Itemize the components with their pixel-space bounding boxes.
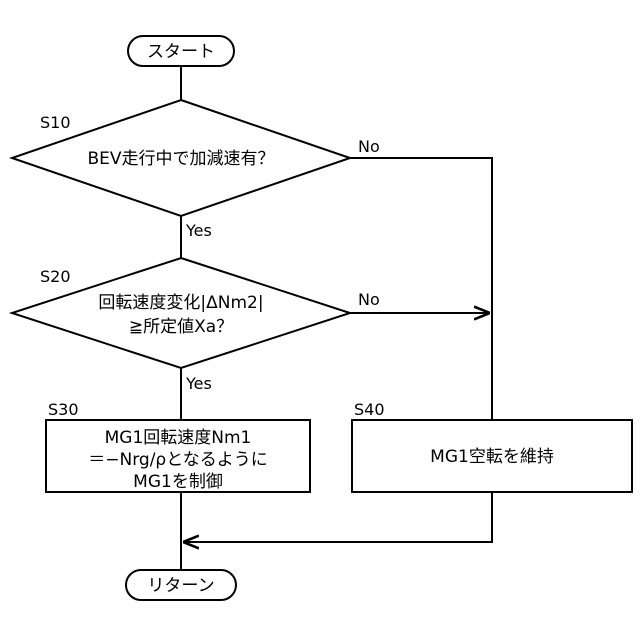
branch-label-s10-no: No (358, 137, 380, 156)
branch-label-s10-yes: Yes (185, 221, 212, 240)
process-s30-line2: ＝−Nrg/ρとなるように (88, 450, 267, 470)
decision-s20-line2: ≧所定値Xa？ (129, 317, 233, 337)
return-label: リターン (147, 576, 214, 596)
connector-s40-merge (183, 492, 492, 542)
process-s30-line1: MG1回転速度Nm1 (105, 428, 252, 448)
branch-label-s20-no: No (358, 290, 380, 309)
process-s30: S30 MG1回転速度Nm1 ＝−Nrg/ρとなるように MG1を制御 (46, 400, 310, 492)
process-s30-line3: MG1を制御 (133, 472, 223, 492)
branch-label-s20-yes: Yes (185, 374, 212, 393)
step-id-s30: S30 (48, 400, 79, 419)
decision-s10-text: BEV走行中で加減速有？ (87, 149, 274, 169)
decision-s10: S10 BEV走行中で加減速有？ (12, 100, 350, 216)
start-label: スタート (147, 42, 215, 62)
step-id-s20: S20 (40, 267, 71, 286)
start-terminal: スタート (128, 36, 234, 66)
decision-s20: S20 回転速度変化|ΔNm2| ≧所定値Xa？ (12, 258, 350, 368)
return-terminal: リターン (126, 570, 236, 600)
process-s40-text: MG1空転を維持 (430, 447, 554, 467)
step-id-s40: S40 (354, 400, 385, 419)
step-id-s10: S10 (40, 113, 71, 132)
connector-s10-no (350, 158, 492, 420)
decision-s20-line1: 回転速度変化|ΔNm2| (98, 293, 263, 313)
